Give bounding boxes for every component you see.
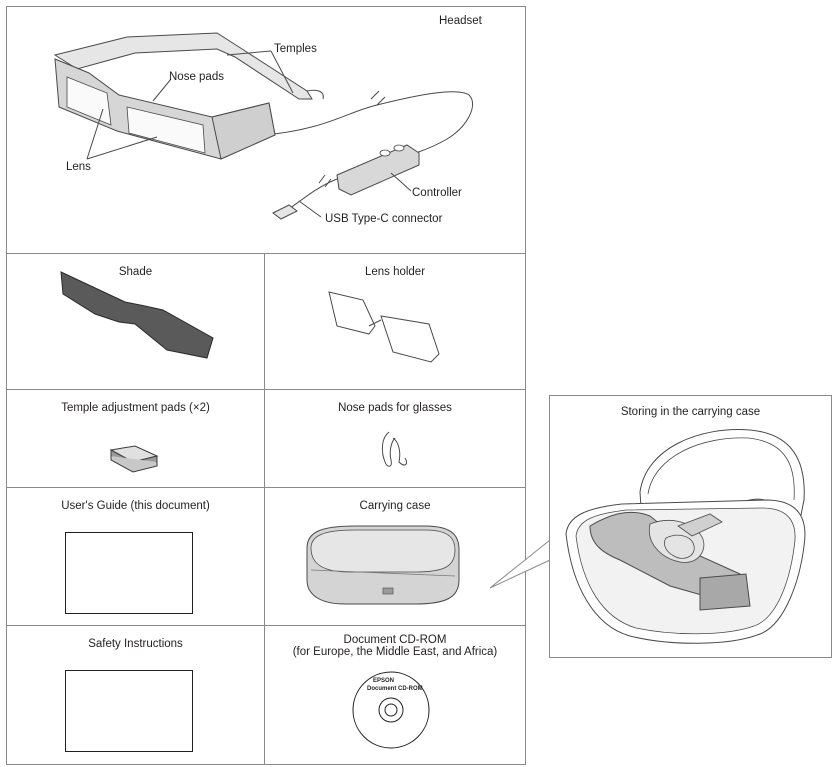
safety-instructions-sheet <box>65 670 193 752</box>
callout-usb-connector: USB Type-C connector <box>325 213 443 225</box>
callout-controller: Controller <box>412 187 462 199</box>
shade-title: Shade <box>118 266 153 278</box>
shade-illustration <box>60 271 214 359</box>
temple-pads-title: Temple adjustment pads (×2) <box>61 402 210 414</box>
users-guide-booklet <box>65 532 193 614</box>
headset-illustration <box>53 32 474 220</box>
nose-pads-illustration <box>381 431 408 467</box>
storing-title: Storing in the carrying case <box>620 406 761 418</box>
callout-nose-pads: Nose pads <box>169 71 224 83</box>
temple-pads-illustration <box>109 445 159 473</box>
nose-pads-glasses-cell: Nose pads for glasses <box>264 389 526 488</box>
carrying-case-illustration <box>306 525 460 605</box>
lens-holder-cell: Lens holder <box>264 253 526 390</box>
shade-cell: Shade <box>6 253 265 390</box>
users-guide-cell: User's Guide (this document) <box>6 487 265 626</box>
safety-instructions-title: Safety Instructions <box>88 638 183 650</box>
cd-brand: EPSON <box>373 678 395 684</box>
lens-holder-illustration <box>328 291 440 363</box>
users-guide-title: User's Guide (this document) <box>61 500 210 512</box>
cdrom-cell: Document CD-ROM (for Europe, the Middle … <box>264 625 526 765</box>
carrying-case-title: Carrying case <box>359 500 431 512</box>
cdrom-title: Document CD-ROM <box>343 634 447 646</box>
temple-pads-cell: Temple adjustment pads (×2) <box>6 389 265 488</box>
nose-pads-glasses-title: Nose pads for glasses <box>338 402 452 414</box>
carrying-case-cell: Carrying case <box>264 487 526 626</box>
lens-holder-title: Lens holder <box>364 266 426 278</box>
callout-lens: Lens <box>66 161 91 173</box>
headset-title: Headset <box>439 15 482 27</box>
callout-temples: Temples <box>274 43 317 55</box>
cd-disc-icon <box>352 671 430 749</box>
cd-label: Document CD-ROM <box>367 686 423 692</box>
safety-instructions-cell: Safety Instructions <box>6 625 265 765</box>
storing-illustration <box>565 429 806 644</box>
cdrom-note: (for Europe, the Middle East, and Africa… <box>292 646 498 658</box>
headset-panel: Headset Temples Nose pads Lens Controlle… <box>6 6 526 254</box>
storing-panel: Storing in the carrying case <box>549 395 832 658</box>
